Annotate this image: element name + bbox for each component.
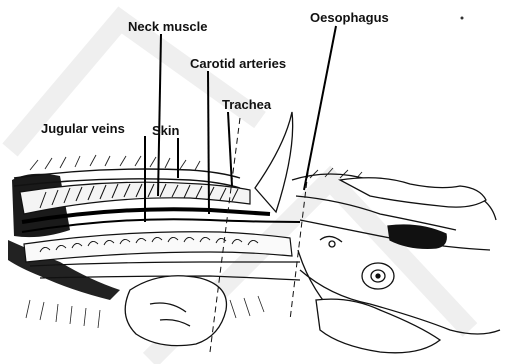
label-jugular-veins: Jugular veins [41,122,125,135]
leader-oesophagus [304,26,336,190]
leader-carotid-arteries [208,71,209,214]
label-oesophagus: Oesophagus [310,11,389,24]
label-carotid-arteries: Carotid arteries [190,57,286,70]
stray-dot [461,17,464,20]
label-skin: Skin [152,124,179,137]
label-trachea: Trachea [222,98,271,111]
label-neck-muscle: Neck muscle [128,20,208,33]
hair-strokes-top [30,155,362,180]
knife-blade [255,112,293,212]
